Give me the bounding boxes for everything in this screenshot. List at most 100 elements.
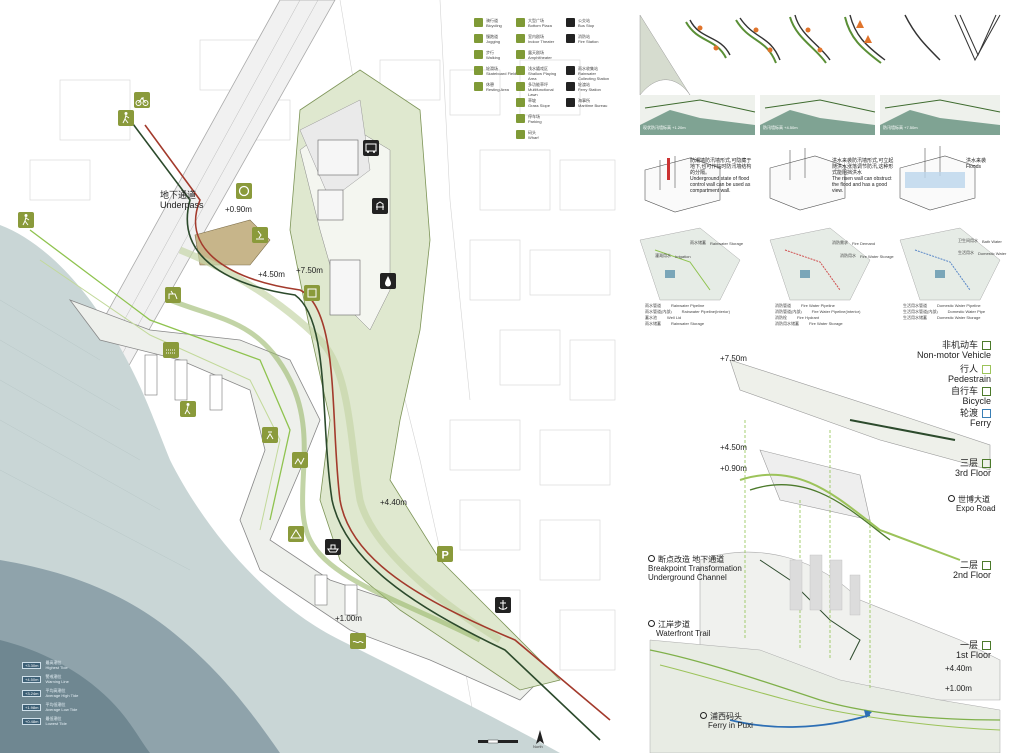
- amphitheater-icon: [163, 342, 179, 358]
- elevation-4-40: +4.40m: [380, 498, 407, 507]
- grass-slope-icon: [288, 526, 304, 542]
- tide-value: +3.24m: [22, 689, 42, 697]
- axon-level-7-50: +7.50m: [720, 354, 747, 363]
- elevation-0-90: +0.90m: [225, 205, 252, 214]
- legend-swatch-icon: [566, 66, 575, 75]
- axon-level-0-90: +0.90m: [720, 464, 747, 473]
- bus-stop-icon: [363, 140, 379, 156]
- section-label-3: 防汛墙标高 +7.50m: [883, 125, 918, 130]
- elevation-4-50: +4.50m: [258, 270, 285, 279]
- legend-swatch-icon: [474, 66, 483, 75]
- ferry-stop-icon: [304, 285, 320, 301]
- legend-swatch-icon: [474, 34, 483, 43]
- tide-value: +4.50m: [22, 675, 42, 683]
- legend-swatch-icon: [516, 50, 525, 59]
- legend-swatch-icon: [474, 50, 483, 59]
- rainwater-station-icon: [380, 273, 396, 289]
- underpass-label-cn: 地下通道: [160, 190, 197, 200]
- legend-swatch-icon: [516, 82, 525, 91]
- walking-icon-west: [18, 212, 34, 228]
- pedestrian-icon: [180, 401, 196, 417]
- tide-value: +1.98m: [22, 703, 42, 711]
- ferry-station-icon: [325, 539, 341, 555]
- wharf-anchor-icon: [495, 597, 511, 613]
- legend-swatch-icon: [516, 34, 525, 43]
- legend-swatch-icon: [566, 82, 575, 91]
- parking-icon: P: [437, 546, 453, 562]
- fire-station-icon: [372, 198, 388, 214]
- legend-swatch-icon: [516, 98, 525, 107]
- elevation-1-00: +1.00m: [335, 614, 362, 623]
- bicycle-icon: [134, 92, 150, 108]
- flood-note-floods: 洪水来袭 Floods: [966, 158, 1006, 170]
- section-label-2: 防汛墙标高 +4.50m: [763, 125, 798, 130]
- resting-icon: [165, 287, 181, 303]
- svg-text:P: P: [442, 550, 449, 562]
- flood-note-cn: 防潮墙防汛墙形式,可隐藏于地下,也可作临时防汛墙结构的分隔。: [690, 158, 752, 176]
- section-label-1: 现状防汛墙标高 +1.20m: [643, 125, 686, 130]
- legend-swatch-icon: [516, 114, 525, 123]
- tide-value: +3.30m: [22, 661, 42, 669]
- legend-swatch-icon: [516, 18, 525, 27]
- elevation-7-50: +7.50m: [296, 266, 323, 275]
- jogging-icon: [262, 427, 278, 443]
- shallow-water-icon: [350, 633, 366, 649]
- tide-value: +0.48m: [22, 717, 42, 725]
- legend-swatch-icon: [566, 34, 575, 43]
- recycle-icon: [236, 183, 252, 199]
